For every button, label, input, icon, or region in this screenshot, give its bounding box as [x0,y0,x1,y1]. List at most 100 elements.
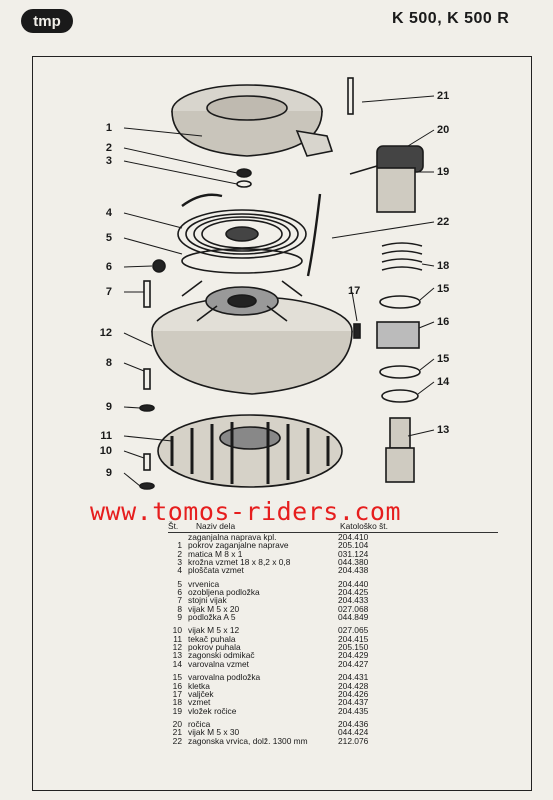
catalog-number: 204.415 [338,633,369,644]
part-number: 1 [177,540,182,551]
catalog-number: 044.849 [338,612,369,623]
callout-7: 7 [106,286,112,298]
catalog-number: 212.076 [338,735,369,746]
callout-21: 21 [437,90,449,102]
part-name: vijak M 5 x 20 [188,603,240,614]
content-frame [32,56,532,791]
table-row: 14 varovalna vzmet 204.427 [168,658,498,669]
blower-cover-drawing [151,280,353,395]
callout-10: 10 [100,445,112,457]
part-name: krožna vzmet 18 x 8,2 x 0,8 [188,557,291,568]
part-number: 22 [172,735,182,746]
part-number: 5 [177,578,182,589]
part-name: zagonski odmikač [188,650,255,661]
catalog-number: 204.427 [338,658,369,669]
part-name: pokrov zaganjalne naprave [188,540,289,551]
table-row: 4 ploščata vzmet 204.438 [168,565,498,576]
part-number: 4 [177,565,182,576]
table-row: 21 vijak M 5 x 30 044.424 [168,727,498,738]
parts-table-header: Št. Naziv dela Katološko št. [168,522,498,533]
part-name: vijak M 5 x 30 [188,727,240,738]
catalog-number: 205.150 [338,642,369,653]
part-number: 15 [172,672,182,683]
catalog-number: 204.426 [338,688,369,699]
callout-6: 6 [106,261,112,273]
table-row: 5 vrvenica 204.440 [168,578,498,589]
catalog-number: 204.429 [338,650,369,661]
callout-11: 11 [100,430,112,442]
part-name: tekač puhala [188,633,236,644]
part-number: 3 [177,557,182,568]
parts-table: Št. Naziv dela Katološko št. zaganjalna … [168,522,498,745]
col-header-no: Št. [168,521,179,531]
part-name: ploščata vzmet [188,565,244,576]
part-name: vzmet [188,697,211,708]
callout-14: 14 [437,376,450,388]
brand-text: tmp [33,13,61,30]
callout-8: 8 [106,357,112,369]
part-name: vrvenica [188,578,220,589]
callout-5: 5 [106,232,112,244]
col-header-name: Naziv dela [196,521,236,531]
part-number: 14 [172,658,182,669]
callout-15: 15 [437,353,449,365]
part-number: 19 [172,705,182,716]
tomos-logo-icon: tmp [21,9,73,33]
part-name: varovalna podložka [188,672,261,683]
part-number: 9 [177,612,182,623]
part-number: 7 [177,595,182,606]
part-name: zaganjalna naprava kpl. [188,532,277,542]
part-name: pokrov puhala [188,642,241,653]
starter-handle-drawing [349,145,424,213]
part-number: 20 [172,718,182,729]
catalog-number: 204.431 [338,672,369,683]
catalog-number: 205.104 [338,540,369,551]
part-name: ročica [188,718,211,729]
catalog-number: 204.438 [338,565,369,576]
part-name: varovalna vzmet [188,658,249,669]
part-number: 2 [177,548,182,559]
part-name: podložka A 5 [188,612,236,623]
part-number: 11 [173,633,182,644]
table-row: 15 varovalna podložka 204.431 [168,672,498,683]
callout-1: 1 [106,122,112,134]
catalog-number: 204.410 [338,532,369,542]
part-name: kletka [188,680,210,691]
catalog-number: 204.436 [338,718,369,729]
table-row: 9 podložka A 5 044.849 [168,612,498,623]
table-row: 11 tekač puhala 204.415 [168,633,498,644]
table-row: 1 pokrov zaganjalne naprave 205.104 [168,540,498,551]
part-name: valjček [188,688,214,699]
part-name: vijak M 5 x 12 [188,625,240,636]
catalog-number: 204.437 [338,697,369,708]
callout-9: 9 [106,401,112,413]
callout-16: 16 [437,316,449,328]
catalog-number: 044.424 [338,727,369,738]
callout-13: 13 [437,424,449,436]
blower-fan-drawing [157,414,343,488]
table-row: 3 krožna vzmet 18 x 8,2 x 0,8 044.380 [168,557,498,568]
part-name: ozobljena podložka [188,587,260,598]
callout-3: 3 [106,155,112,167]
callout-17: 17 [348,285,360,297]
table-row: zaganjalna naprava kpl. 204.410 [168,532,498,542]
catalog-number: 044.380 [338,557,369,568]
starter-cover-drawing [171,84,334,157]
callout-22: 22 [437,216,449,228]
callout-4: 4 [106,207,113,219]
part-name: matica M 8 x 1 [188,548,243,559]
catalog-number: 031.124 [338,548,369,559]
catalog-number: 204.435 [338,705,369,716]
catalog-number: 204.440 [338,578,369,589]
watermark-url: www.tomos-riders.com [90,497,402,526]
part-number: 21 [172,727,182,738]
